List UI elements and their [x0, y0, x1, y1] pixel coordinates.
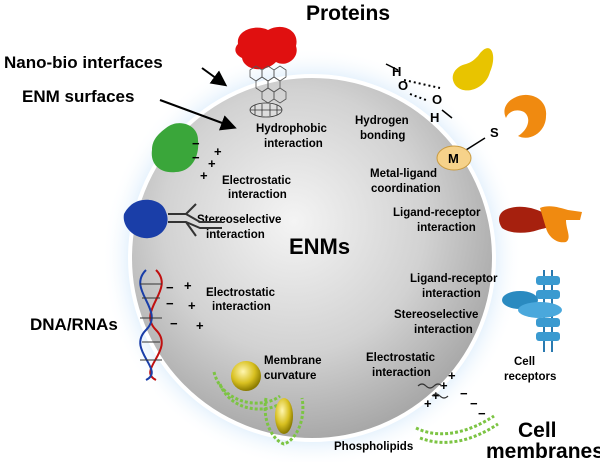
sulfur-bond	[465, 137, 486, 151]
nano-bio-title: Nano-bio interfaces	[4, 53, 163, 72]
o-atom-1: O	[398, 78, 408, 93]
electrostatic-label-2b: interaction	[212, 301, 271, 313]
stereoselective-label-2b: interaction	[414, 324, 473, 336]
svg-text:−: −	[192, 150, 200, 165]
cell-receptor-icon	[502, 270, 562, 352]
svg-text:−: −	[460, 386, 468, 401]
gold-rod-icon	[275, 398, 293, 434]
dna-helix-icon	[139, 269, 163, 381]
green-protein-icon	[151, 123, 199, 173]
metal-ligand-label: Metal-ligand	[370, 168, 437, 180]
stereoselective-label-1b: interaction	[206, 229, 265, 241]
svg-text:−: −	[166, 296, 174, 311]
metal-ion-label: M	[448, 151, 459, 166]
ligand-receptor-label-1: Ligand-receptor	[393, 207, 481, 219]
svg-text:+: +	[200, 168, 208, 183]
cell-receptors-label: Cell	[514, 356, 535, 368]
gold-nanoparticle-icon	[231, 361, 261, 391]
cell-membranes-title-2: membranes	[486, 440, 600, 462]
curved-bilayer-top	[212, 371, 281, 411]
ligand-receptor-label-1b: interaction	[417, 222, 476, 234]
metal-ion-icon	[436, 145, 472, 171]
hydrogen-label-2: bonding	[360, 130, 405, 142]
blue-protein-icon	[123, 199, 168, 239]
h-atom-2: H	[430, 110, 439, 125]
graphene-mesh-icon	[249, 65, 287, 104]
orange-protein-icon	[504, 94, 547, 138]
yellow-protein-icon	[452, 48, 494, 91]
svg-text:+: +	[188, 298, 196, 313]
svg-text:−: −	[170, 316, 178, 331]
electrostatic-label-3: Electrostatic	[366, 352, 436, 364]
cell-receptors-label-2: receptors	[504, 371, 556, 383]
enm-surfaces-title: ENM surfaces	[22, 87, 134, 106]
phospholipids-label: Phospholipids	[334, 441, 413, 453]
proteins-title: Proteins	[306, 2, 390, 25]
enm-sphere	[128, 74, 496, 442]
hydrophobic-label: Hydrophobic	[256, 123, 328, 135]
membrane-charges: + + + + − − −	[424, 368, 486, 421]
svg-text:−: −	[478, 406, 486, 421]
hydrogen-bond-group: H O O H	[385, 63, 453, 125]
dna-charges: − + − + − +	[166, 278, 204, 333]
antibody-icon	[168, 203, 222, 237]
green-protein-charges: − − + + +	[192, 136, 222, 183]
svg-text:+: +	[440, 378, 448, 393]
cell-membranes-title: Cell	[518, 419, 557, 442]
enms-center-label: ENMs	[289, 234, 350, 259]
stereoselective-label-1: Stereoselective	[197, 214, 281, 226]
svg-text:−: −	[192, 136, 200, 151]
nano-bio-arrow	[201, 67, 228, 87]
curved-bilayer-rod	[263, 397, 305, 446]
o-atom-2: O	[432, 92, 442, 107]
svg-text:+: +	[214, 144, 222, 159]
membrane-curvature-label-2: curvature	[264, 370, 316, 382]
electrostatic-label-1: Electrostatic	[222, 175, 292, 187]
phospholipid-membrane-icon	[415, 414, 499, 444]
svg-text:+: +	[196, 318, 204, 333]
electrostatic-label-1b: interaction	[228, 189, 287, 201]
svg-text:+: +	[432, 388, 440, 403]
ligand-receptor-label-2b: interaction	[422, 288, 481, 300]
h-atom-1: H	[392, 64, 401, 79]
svg-text:−: −	[470, 396, 478, 411]
electrostatic-label-2: Electrostatic	[206, 287, 276, 299]
membrane-curvature-label: Membrane	[264, 355, 322, 367]
sulfur-label: S	[490, 125, 499, 140]
electrostatic-ligand-wave	[417, 383, 449, 399]
enm-surfaces-arrow	[159, 99, 237, 131]
electrostatic-label-3b: interaction	[372, 367, 431, 379]
dna-title: DNA/RNAs	[30, 315, 118, 334]
nanotube-icon	[249, 102, 283, 118]
stereoselective-label-2: Stereoselective	[394, 309, 478, 321]
svg-text:+: +	[208, 156, 216, 171]
hydrogen-label: Hydrogen	[355, 115, 409, 127]
svg-text:+: +	[448, 368, 456, 383]
svg-text:+: +	[424, 396, 432, 411]
red-protein-icon	[235, 26, 297, 70]
ligand-receptor-label-2: Ligand-receptor	[410, 273, 498, 285]
orange-receptor-icon	[540, 206, 582, 243]
hydrophobic-label-2: interaction	[264, 138, 323, 150]
svg-text:+: +	[184, 278, 192, 293]
metal-ligand-label-2: coordination	[371, 183, 441, 195]
svg-text:−: −	[166, 280, 174, 295]
